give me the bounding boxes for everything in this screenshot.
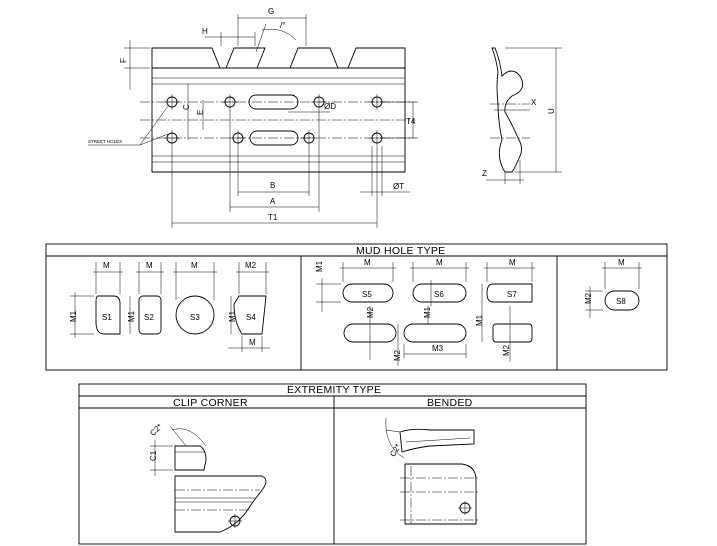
mud-hole-s6-label: S6 [434,290,444,299]
mud-hole-s1-label: S1 [102,313,112,322]
mud-slot [249,130,299,146]
dim-m: M [436,258,443,267]
bolt-hole [301,130,317,146]
clip-corner-header: CLIP CORNER [173,397,248,409]
dim-m1: M1 [228,310,237,322]
dim-label-h: H [202,27,208,36]
bolt-hole [164,94,180,110]
extremity-table: EXTREMITY TYPE CLIP CORNER BENDED C2* C1… [78,383,587,545]
dim-m1: M1 [315,260,324,272]
dim-label-z: Z [482,169,487,178]
dim-m: M [364,258,371,267]
dim-label-angle: /° [280,21,285,30]
bolt-hole [230,130,246,146]
top-view: G H /° F C E ØD T4 STREET HOLES [88,7,418,228]
dim-label-ot: ØT [393,182,404,191]
side-view: X U Z [482,47,562,184]
dim-label-od: ØD [324,102,336,111]
dim-m3: M3 [432,344,444,353]
bolt-hole [222,94,238,110]
dim-m: M [618,258,625,267]
extremity-title: EXTREMITY TYPE [287,384,381,396]
dim-label-f: F [119,58,128,63]
dim-m2: M2 [245,261,257,270]
mud-hole-s7-label: S7 [507,290,517,299]
dim-label-b: B [270,181,275,190]
mud-hole-s5-label: S5 [362,290,372,299]
dim-m: M [146,261,153,270]
dim-m2: M2 [366,306,375,318]
dim-m: M [509,258,516,267]
dim-m1: M1 [475,314,484,326]
mud-hole-s8-label: S8 [616,297,626,306]
dim-label-g: G [268,7,274,16]
bolt-hole [164,130,180,146]
dim-label-a: A [270,197,276,206]
mud-hole-s2-label: S2 [144,313,154,322]
dim-c1: C1 [149,450,158,461]
dim-label-t1: T1 [268,213,278,222]
dim-label-t4: T4 [406,117,416,126]
dim-m: M [249,338,256,347]
dim-m1: M1 [69,310,78,322]
dim-label-x: X [531,98,537,107]
dim-m: M [103,261,110,270]
mud-slot [248,94,299,110]
mud-hole-s4-label: S4 [246,313,256,322]
dim-m: M [191,261,198,270]
dim-m2: M2 [393,349,402,361]
dim-m1: M1 [127,310,136,322]
dim-label-e: E [196,110,205,115]
dim-m2: M2 [502,344,511,356]
street-holes-label: STREET HOLES [88,139,122,144]
dim-label-u: U [547,108,556,114]
bolt-hole [311,94,327,110]
mud-hole-title: MUD HOLE TYPE [356,245,445,257]
dim-c2: C2* [148,422,164,438]
dim-m1: M1 [423,306,432,318]
mud-hole-s3-label: S3 [190,313,200,322]
mud-hole-table: MUD HOLE TYPE S1 M M1 S2 M M1 S3 M S4 M2… [45,243,668,371]
dim-label-c: C [182,104,191,110]
dim-m2: M2 [584,292,593,304]
bended-header: BENDED [427,397,473,409]
